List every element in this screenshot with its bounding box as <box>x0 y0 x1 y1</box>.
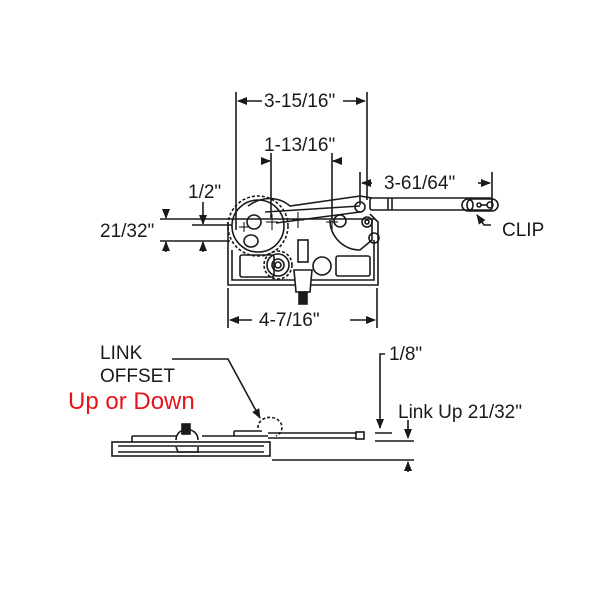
dim-vertical-offset-small: 1/2" <box>188 182 222 203</box>
link-offset-label-line1: LINK <box>100 343 143 364</box>
dim-link-up: Link Up 21/32" <box>398 402 522 423</box>
dim-overall-pivot-span: 3-15/16" <box>264 91 336 112</box>
dim-base-width: 4-7/16" <box>259 310 320 331</box>
clip-callout: CLIP <box>502 220 545 241</box>
dim-vertical-offset: 21/32" <box>100 221 155 242</box>
dim-inner-pivot-span: 1-13/16" <box>264 135 336 156</box>
dim-link-length: 3-61/64" <box>384 173 456 194</box>
link-offset-note: Up or Down <box>68 388 195 415</box>
dim-link-gap: 1/8" <box>389 344 423 365</box>
link-offset-label-line2: OFFSET <box>100 366 175 387</box>
